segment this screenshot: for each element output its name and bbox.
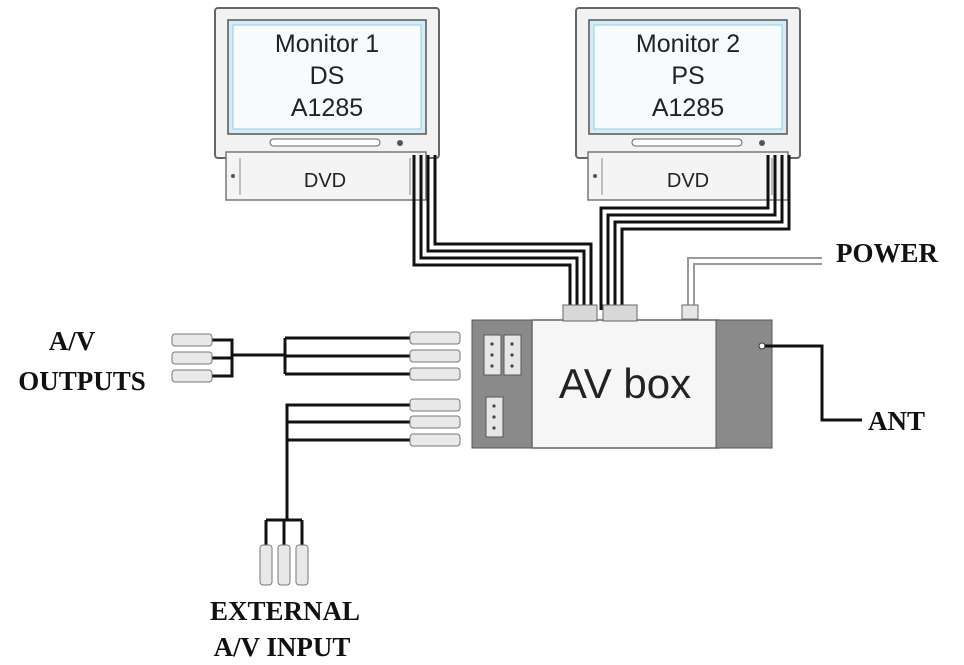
av-box-body [531,319,719,449]
monitor-1-led [397,140,403,146]
cable-monitor-1 [412,155,593,310]
av-outputs-plugs-box [409,331,461,381]
monitor-2-dvd-label: DVD [667,170,709,192]
external-input-plugs-box [409,398,461,447]
cable-monitor-2 [599,155,791,310]
av-box-socket-1 [562,304,598,322]
monitor-1-dvd-label: DVD [304,170,346,192]
external-input-label-line2: A/V INPUT [214,632,351,662]
av-box: AV box [471,304,773,449]
monitor-1-side: DS [310,62,345,90]
monitor-1-model: A1285 [291,94,363,122]
av-box-right-panel [715,319,773,449]
ant-cable [765,344,862,422]
monitor-1-screen-inner [232,24,422,130]
monitor-1-dvd-unit [225,151,427,201]
av-outputs-label-line2: OUTPUTS [18,366,146,396]
monitor-2-name: Monitor 2 [636,30,740,58]
av-outputs-label-line1: A/V [49,326,96,356]
monitor-1: Monitor 1 DS A1285 DVD [214,7,440,201]
ant-label: ANT [868,406,925,436]
av-box-label: AV box [559,360,691,407]
monitor-2-dvd-unit [587,151,789,201]
external-input-plugs-bottom [259,544,309,586]
power-connector [681,304,699,320]
monitor-1-slot [269,138,381,147]
av-outputs-plugs-left [171,333,213,383]
monitor-1-name: Monitor 1 [275,30,379,58]
power-label: POWER [836,238,939,268]
monitor-2-side: PS [671,62,704,90]
external-input-label-line1: EXTERNAL [210,596,360,626]
power-cable [687,257,822,310]
monitor-2-slot [631,138,743,147]
monitor-2: Monitor 2 PS A1285 DVD [575,7,801,201]
monitor-2-model: A1285 [652,94,724,122]
external-input-cables [264,403,410,545]
ant-jack [758,342,766,350]
av-outputs-cables [212,336,410,378]
av-box-socket-2 [602,304,638,322]
monitor-2-screen-inner [593,24,783,130]
monitor-2-led [759,140,765,146]
